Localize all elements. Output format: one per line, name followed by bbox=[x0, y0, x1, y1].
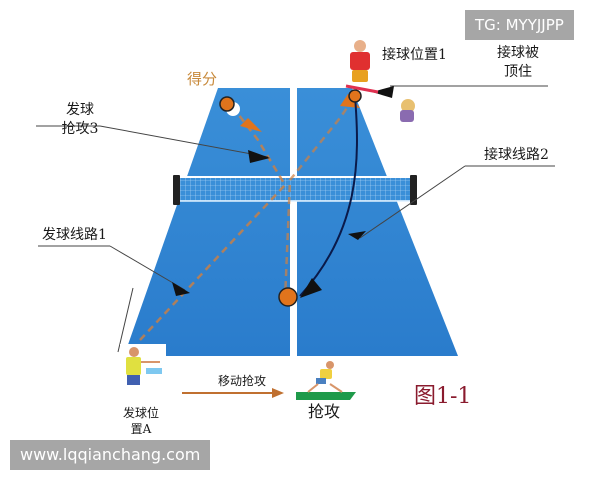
move-attack-label: 移动抢攻 bbox=[218, 374, 267, 388]
receive-route-2-label: 接球线路2 bbox=[484, 147, 549, 163]
receive-position-1-label: 接球位置1 bbox=[382, 47, 447, 63]
serve-attack-3-label: 发球 抢攻3 bbox=[50, 101, 110, 139]
server-player-icon bbox=[120, 344, 166, 400]
attack-player-icon bbox=[296, 361, 356, 400]
label-line: 发球位 bbox=[122, 406, 159, 420]
return-route-dashed bbox=[283, 95, 357, 301]
pointer-lines bbox=[36, 85, 555, 353]
attack-label: 抢攻 bbox=[308, 402, 341, 421]
orange-arrow-icon bbox=[240, 118, 262, 132]
blocked-player-icon bbox=[400, 99, 415, 122]
receiver-player-icon bbox=[345, 40, 379, 94]
move-arrow-head-icon bbox=[272, 388, 284, 398]
arrow-head-icon bbox=[300, 278, 322, 298]
ball-icon bbox=[219, 96, 235, 112]
label-line: 置A bbox=[130, 422, 152, 436]
arrow-head-icon bbox=[372, 86, 394, 98]
label-line: 发球 bbox=[66, 102, 94, 118]
label-line: 抢攻3 bbox=[61, 121, 99, 137]
arrow-head-icon bbox=[172, 282, 190, 296]
serve-route-1-label: 发球线路1 bbox=[42, 227, 107, 243]
figure-label: 图1-1 bbox=[414, 384, 472, 409]
receive-curve bbox=[299, 95, 358, 297]
table-surface bbox=[124, 88, 458, 356]
receive-blocked-label: 接球被 顶住 bbox=[488, 44, 548, 82]
label-line: 顶住 bbox=[504, 64, 532, 80]
ball-icon bbox=[348, 89, 362, 103]
table-net bbox=[173, 175, 417, 205]
score-label: 得分 bbox=[187, 70, 218, 88]
ball-icon bbox=[278, 287, 298, 307]
label-line: 接球被 bbox=[497, 45, 539, 61]
watermark-bottom-left: www.lqqianchang.com bbox=[10, 440, 211, 470]
serve-position-a-label: 发球位 置A bbox=[113, 405, 169, 437]
arrow-head-icon bbox=[248, 150, 270, 163]
arrow-head-icon bbox=[348, 231, 366, 240]
watermark-top-right: TG: MYYJJPP bbox=[465, 10, 574, 40]
